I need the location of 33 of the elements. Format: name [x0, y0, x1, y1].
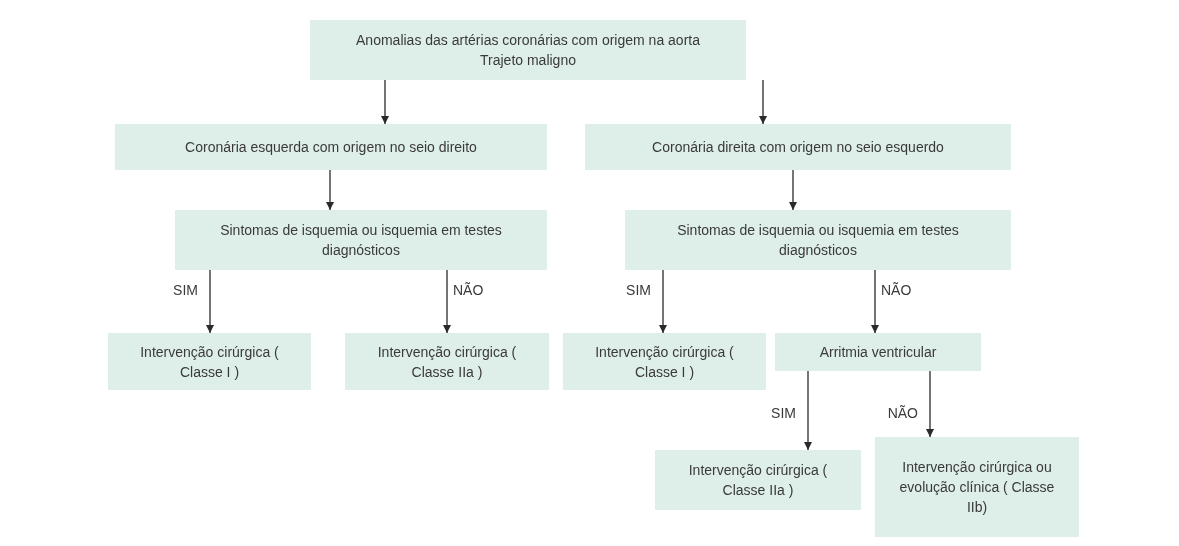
process-box	[655, 450, 861, 510]
box-text: Coronária esquerda com origem no seio direito	[185, 138, 477, 157]
arrow	[789, 169, 797, 211]
process-box	[115, 124, 547, 170]
arrow	[381, 79, 389, 125]
process-box	[175, 210, 547, 270]
arrow	[326, 169, 334, 211]
process-box	[875, 437, 1079, 537]
box-text: Sintomas de isquemia ou isquemia em testes diagnósticos	[676, 221, 960, 260]
box-text: Intervenção cirúrgica ( Classe IIa )	[687, 461, 829, 500]
box-text: Coronária direita com origem no seio esquerdo	[652, 138, 944, 157]
arrow	[759, 79, 767, 125]
arrow	[926, 370, 934, 438]
arrow	[206, 269, 214, 334]
box-text: Arritmia ventricular	[819, 343, 937, 362]
process-box	[310, 20, 746, 80]
arrow	[659, 269, 667, 334]
process-box	[345, 333, 549, 390]
box-text: Trajeto maligno	[480, 51, 576, 70]
box-text: Intervenção cirúrgica ( Classe IIa )	[376, 342, 518, 382]
process-box	[108, 333, 311, 390]
process-box	[585, 124, 1011, 170]
arrow	[804, 370, 812, 451]
box-text: Intervenção cirúrgica ( Classe I )	[594, 342, 735, 382]
process-box	[625, 210, 1011, 270]
box-text: Sintomas de isquemia ou isquemia em testes diagnósticos	[219, 221, 503, 260]
box-text: Anomalias das artérias coronárias com origem na aorta	[356, 31, 700, 50]
arrow	[871, 269, 879, 334]
process-box	[775, 333, 981, 371]
process-box	[563, 333, 766, 390]
box-text: Intervenção cirúrgica ( Classe I )	[139, 342, 280, 382]
arrow	[443, 269, 451, 334]
box-text: Intervenção cirúrgica ou evolução clínica ( Classe IIb)	[898, 458, 1056, 517]
